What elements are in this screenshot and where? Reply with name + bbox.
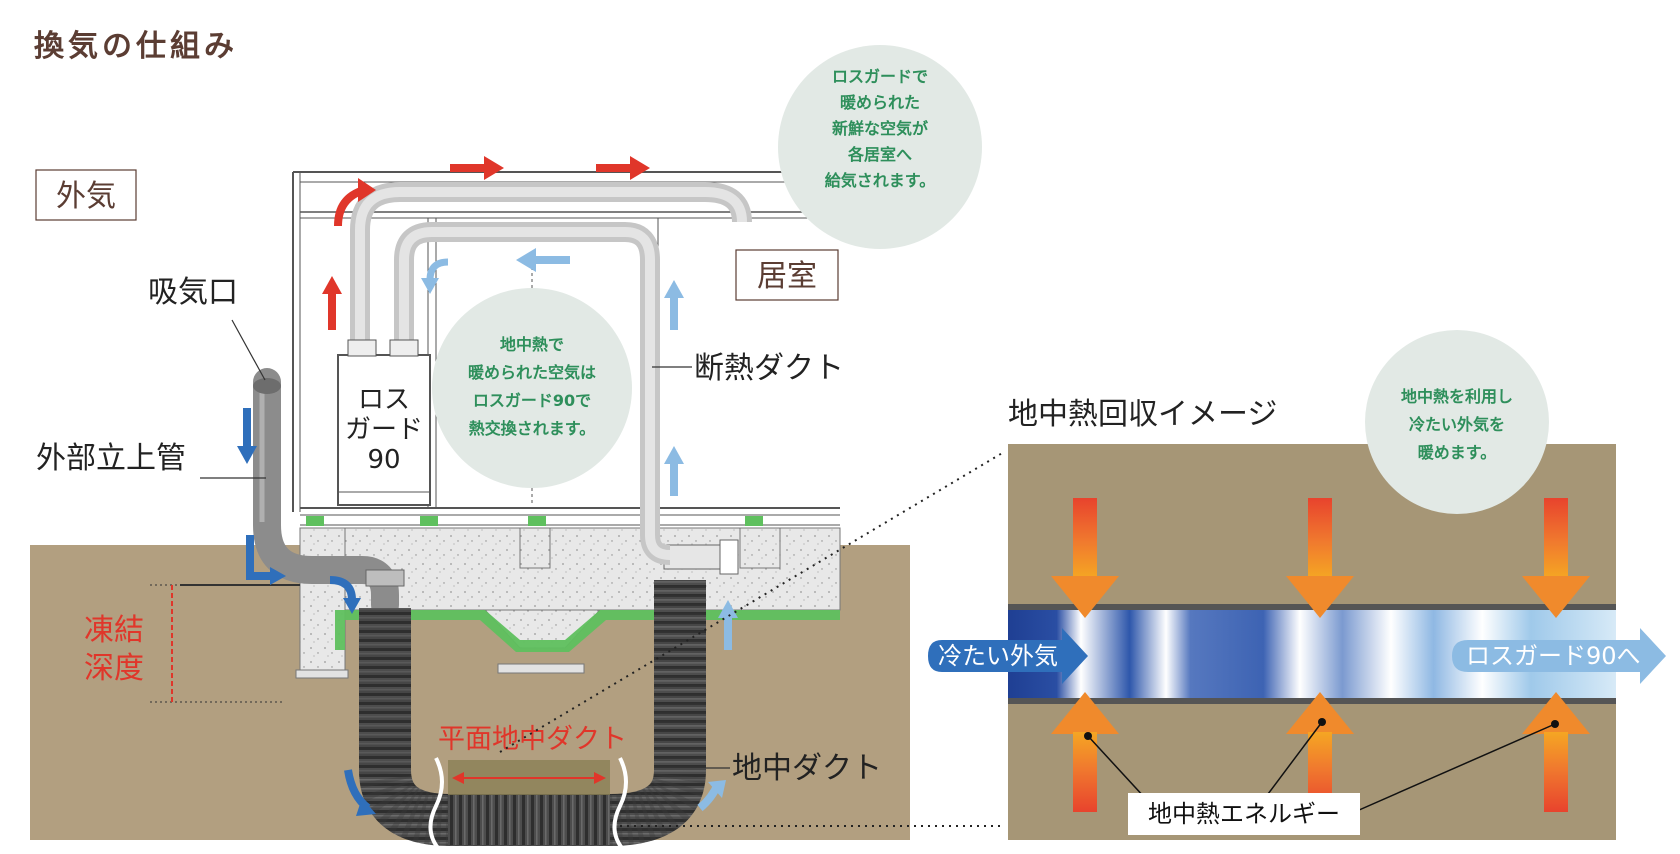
energy-arrow-down-1 — [1051, 498, 1119, 618]
unit-top-port-1 — [347, 339, 377, 357]
to-unit-label: ロスガード90へ — [1466, 642, 1641, 670]
lightblue-arrow-up-2 — [664, 446, 684, 496]
underground-duct-label: 地中ダクト — [732, 751, 882, 786]
bubble-top-line-3: 新鮮な空気が — [832, 119, 928, 138]
duct-connector-left — [365, 569, 405, 587]
return-duct-inner — [399, 227, 671, 560]
intake-pointer — [231, 319, 266, 381]
energy-arrow-up-1 — [1051, 692, 1119, 812]
bubble-right: 地中熱を利用し 冷たい外気を 暖めます。 — [1365, 330, 1549, 514]
to-unit-arrow: ロスガード90へ — [1452, 628, 1666, 684]
blue-arrow-elbow-2-head — [343, 598, 361, 614]
energy-dot-1 — [1084, 732, 1092, 740]
break-mark-right — [612, 757, 628, 850]
freeze-depth-label-1: 凍結 — [84, 613, 144, 648]
blue-arrow-elbow-1-head — [270, 567, 286, 585]
lightblue-arrow-curve — [426, 258, 449, 281]
lightblue-arrow-up-3 — [718, 600, 738, 650]
duct-connector-right — [663, 544, 729, 570]
inset-pipe-wall-bottom — [1008, 698, 1616, 704]
bubble-top: ロスガードで 暖められた 新鮮な空気が 各居室へ 給気されます。 — [778, 45, 982, 249]
unit-label-1: ロス — [358, 385, 410, 415]
energy-pointer-3 — [1349, 723, 1556, 815]
bubble-middle-line-2: 暖められた空気は — [468, 363, 596, 382]
dim-arrow-right — [594, 772, 606, 784]
outdoor-air-label: 外気 — [56, 179, 116, 214]
bubble-right-line-2: 冷たい外気を — [1409, 415, 1505, 434]
energy-pointer-1 — [1087, 735, 1146, 799]
flat-duct-label: 平面地中ダクト — [438, 724, 627, 755]
intake-cap — [253, 378, 281, 394]
flow-arrows — [237, 156, 738, 816]
joist-markers — [306, 516, 763, 526]
ventilation-unit — [337, 354, 431, 506]
bubble-top-line-4: 各居室へ — [847, 145, 912, 164]
lightblue-arrow-curve-head — [421, 278, 439, 294]
dim-arrow-left — [452, 772, 464, 784]
lightblue-arrow-left — [516, 248, 570, 272]
red-arrow-up-1 — [322, 276, 342, 330]
blue-arrow-down-1 — [237, 408, 257, 464]
cold-air-arrow: 冷たい外気 — [928, 628, 1088, 684]
bubble-top-line-5: 給気されます。 — [825, 171, 935, 190]
room-box — [735, 249, 839, 301]
pit-base — [497, 663, 585, 674]
insulated-duct-label: 断熱ダクト — [694, 351, 844, 386]
room-label: 居室 — [757, 259, 817, 294]
bubble-middle: 地中熱で 暖められた空気は ロスガード90で 熱交換されます。 — [432, 288, 632, 488]
freeze-depth-label-2: 深度 — [84, 651, 144, 686]
unit-top-port-2 — [389, 339, 419, 357]
intake-label: 吸気口 — [148, 275, 238, 310]
supply-duct-inner — [355, 187, 747, 340]
energy-label: 地中熱エネルギー — [1148, 800, 1340, 828]
flat-duct-corrugation — [448, 795, 610, 845]
energy-dot-3 — [1551, 720, 1559, 728]
lightblue-arrow-up-1 — [664, 280, 684, 330]
blue-arrow-elbow-2 — [329, 576, 356, 601]
foundation-steps — [519, 527, 781, 569]
energy-arrow-up-3 — [1522, 692, 1590, 812]
unit-label-2: ガード — [345, 415, 423, 445]
energy-dot-2 — [1318, 718, 1326, 726]
bubble-right-line-1: 地中熱を利用し — [1401, 387, 1513, 406]
bubble-middle-line-4: 熱交換されます。 — [469, 419, 595, 438]
energy-label-box — [1128, 793, 1360, 835]
bubble-top-line-1: ロスガードで — [832, 67, 928, 86]
bubble-middle-line-1: 地中熱で — [500, 335, 564, 354]
blue-arrow-elbow-1 — [246, 535, 272, 580]
blue-arrow-under-head — [356, 798, 376, 816]
red-arrow-curve-head — [358, 178, 376, 202]
external-riser-label: 外部立上管 — [36, 441, 186, 476]
footing-base — [295, 669, 349, 679]
red-arrow-right-2 — [596, 156, 650, 180]
energy-arrow-down-3 — [1522, 498, 1590, 618]
unit-label-3: 90 — [367, 445, 400, 475]
cold-air-label: 冷たい外気 — [938, 642, 1058, 670]
lightblue-arrow-exit-head — [708, 780, 726, 798]
energy-arrow-down-2 — [1286, 498, 1354, 618]
break-mark-left — [428, 757, 444, 850]
red-arrow-right-1 — [450, 156, 504, 180]
bubble-right-line-3: 暖めます。 — [1418, 443, 1496, 462]
bubble-middle-line-3: ロスガード90で — [473, 391, 591, 410]
page-title: 換気の仕組み — [34, 29, 238, 64]
insulation-layer — [335, 610, 840, 652]
bubble-top-line-2: 暖められた — [840, 93, 920, 112]
energy-pointer-2 — [1264, 721, 1323, 799]
outdoor-air-box — [35, 169, 137, 221]
duct-connector-right-cap — [719, 539, 739, 575]
inset-title: 地中熱回収イメージ — [1008, 397, 1277, 432]
